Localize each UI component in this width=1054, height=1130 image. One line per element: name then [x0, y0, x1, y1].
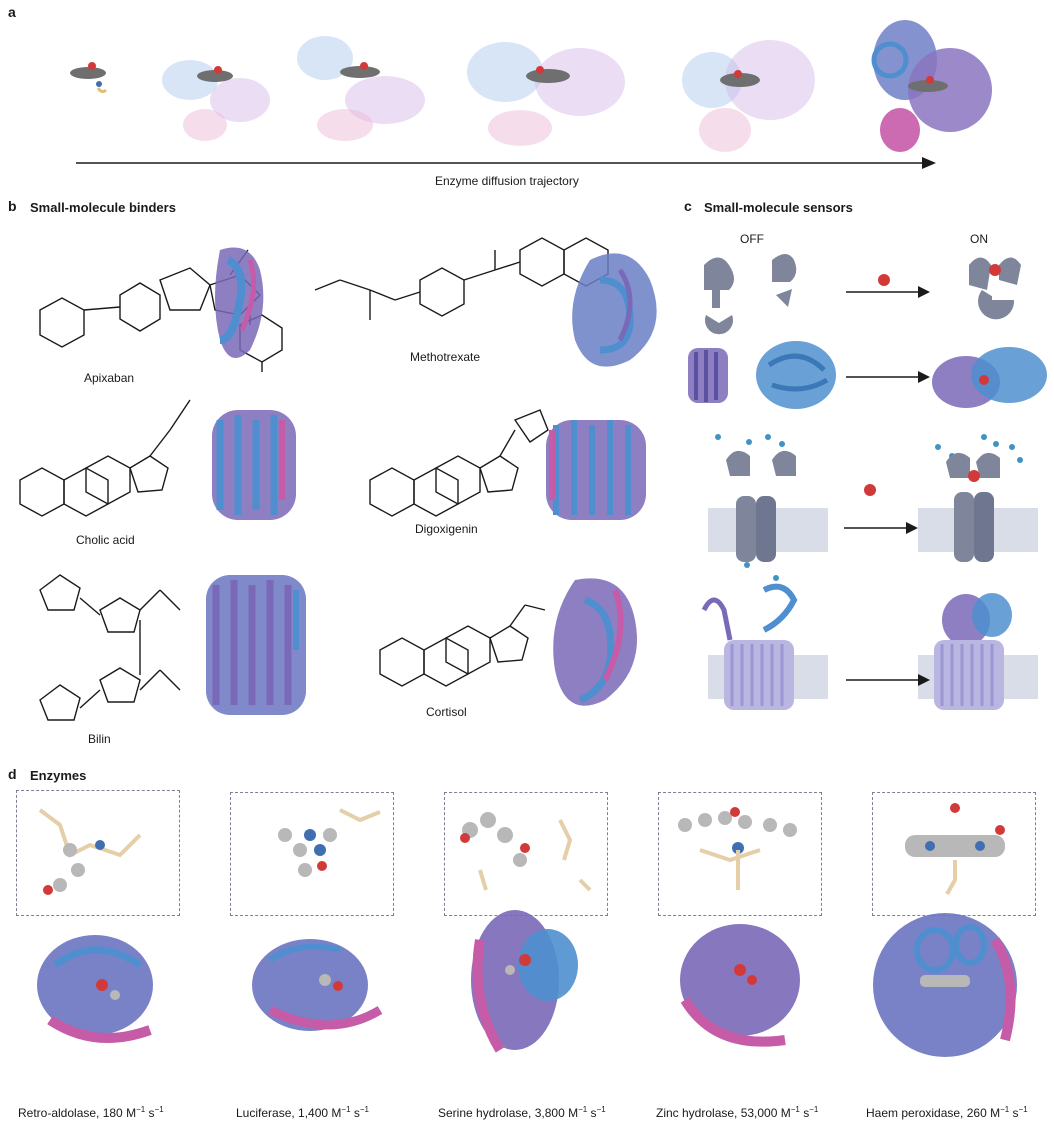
enzyme-label-serine-hydrolase: Serine hydrolase, 3,800 M−1 s−1 — [438, 1105, 606, 1120]
diffusion-frame-3 — [297, 36, 425, 141]
sensor-row-1 — [704, 254, 1021, 335]
unit-seconds: s — [799, 1106, 810, 1120]
unit-seconds: s — [145, 1106, 155, 1120]
active-site-box-zinc-hydrolase — [658, 792, 822, 916]
sensor-row-2 — [688, 341, 1047, 409]
enzyme-label-zinc-hydrolase: Zinc hydrolase, 53,000 M−1 s−1 — [656, 1105, 818, 1120]
enzyme-label-retro-aldolase: Retro-aldolase, 180 M−1 s−1 — [18, 1105, 164, 1120]
molecule-name-digoxigenin: Digoxigenin — [415, 522, 478, 536]
unit-exponent: −1 — [136, 1105, 146, 1114]
molecule-name-methotrexate: Methotrexate — [410, 350, 481, 364]
enzyme-name: Haem peroxidase, 260 M — [866, 1106, 1001, 1120]
unit-seconds: s — [587, 1106, 597, 1120]
panel-c-title: Small-molecule sensors — [704, 200, 853, 215]
diffusion-frame-5 — [682, 40, 815, 152]
enzyme-zinc-hydrolase — [680, 924, 800, 1047]
unit-seconds: s — [1009, 1106, 1019, 1120]
enzyme-serine-hydrolase — [471, 910, 578, 1053]
unit-exponent: −1 — [341, 1105, 351, 1114]
digoxigenin-structure — [369, 409, 549, 517]
unit-seconds: s — [350, 1106, 360, 1120]
unit-exponent: −1 — [154, 1105, 164, 1114]
methotrexate-structure — [314, 237, 609, 320]
cholic-acid-protein — [212, 410, 296, 520]
molecule-name-bilin: Bilin — [88, 732, 111, 746]
diffusion-frame-1 — [70, 62, 108, 94]
active-site-box-retro-aldolase — [16, 790, 180, 916]
unit-exponent: −1 — [596, 1105, 606, 1114]
molecule-name-apixaban: Apixaban — [84, 371, 135, 385]
diffusion-frame-4 — [467, 42, 625, 146]
active-site-haem-peroxidase — [905, 803, 1005, 895]
active-site-zinc-hydrolase — [678, 807, 797, 890]
panel-d-title: Enzymes — [30, 768, 87, 783]
enzyme-structures — [37, 803, 1017, 1057]
unit-exponent: −1 — [578, 1105, 588, 1114]
cortisol-structure — [379, 604, 546, 687]
active-site-serine-hydrolase — [460, 812, 592, 892]
sensor-row-3 — [708, 434, 1038, 581]
enzyme-retro-aldolase — [37, 935, 153, 1043]
trajectory-label: Enzyme diffusion trajectory — [435, 174, 579, 188]
apixaban-protein — [215, 247, 264, 358]
sensor-row-4 — [701, 583, 1038, 710]
bilin-structure — [39, 574, 181, 721]
unit-exponent: −1 — [809, 1105, 819, 1114]
molecule-name-cortisol: Cortisol — [426, 705, 467, 719]
panel-b-title: Small-molecule binders — [30, 200, 176, 215]
panel-b-letter: b — [8, 198, 17, 214]
panel-c-letter: c — [684, 198, 692, 214]
active-site-luciferase — [278, 808, 381, 877]
unit-exponent: −1 — [1000, 1105, 1010, 1114]
active-site-box-luciferase — [230, 792, 394, 916]
diffusion-frame-2 — [162, 60, 270, 141]
enzyme-name: Retro-aldolase, 180 M — [18, 1106, 137, 1120]
unit-exponent: −1 — [1018, 1105, 1028, 1114]
cholic-acid-structure — [19, 399, 191, 517]
sensor-on-label: ON — [970, 232, 988, 246]
unit-exponent: −1 — [790, 1105, 800, 1114]
enzyme-luciferase — [252, 939, 383, 1031]
enzyme-name: Serine hydrolase, 3,800 M — [438, 1106, 579, 1120]
sensor-schematics — [688, 254, 1047, 710]
panel-d-letter: d — [8, 766, 17, 782]
binder-structures — [19, 237, 657, 721]
digoxigenin-protein — [546, 420, 646, 520]
sensor-off-label: OFF — [740, 232, 764, 246]
diffusion-frames — [70, 20, 992, 169]
active-site-retro-aldolase — [38, 808, 142, 895]
enzyme-name: Zinc hydrolase, 53,000 M — [656, 1106, 791, 1120]
enzyme-label-luciferase: Luciferase, 1,400 M−1 s−1 — [236, 1105, 369, 1120]
diffusion-frame-6 — [871, 20, 992, 152]
molecule-name-cholic-acid: Cholic acid — [76, 533, 135, 547]
bilin-protein — [206, 575, 306, 715]
cortisol-protein — [553, 578, 637, 706]
enzyme-name: Luciferase, 1,400 M — [236, 1106, 342, 1120]
methotrexate-protein — [572, 253, 657, 367]
enzyme-haem-peroxidase — [873, 913, 1017, 1057]
panel-a-letter: a — [8, 4, 16, 20]
unit-exponent: −1 — [359, 1105, 369, 1114]
enzyme-label-haem-peroxidase: Haem peroxidase, 260 M−1 s−1 — [866, 1105, 1028, 1120]
